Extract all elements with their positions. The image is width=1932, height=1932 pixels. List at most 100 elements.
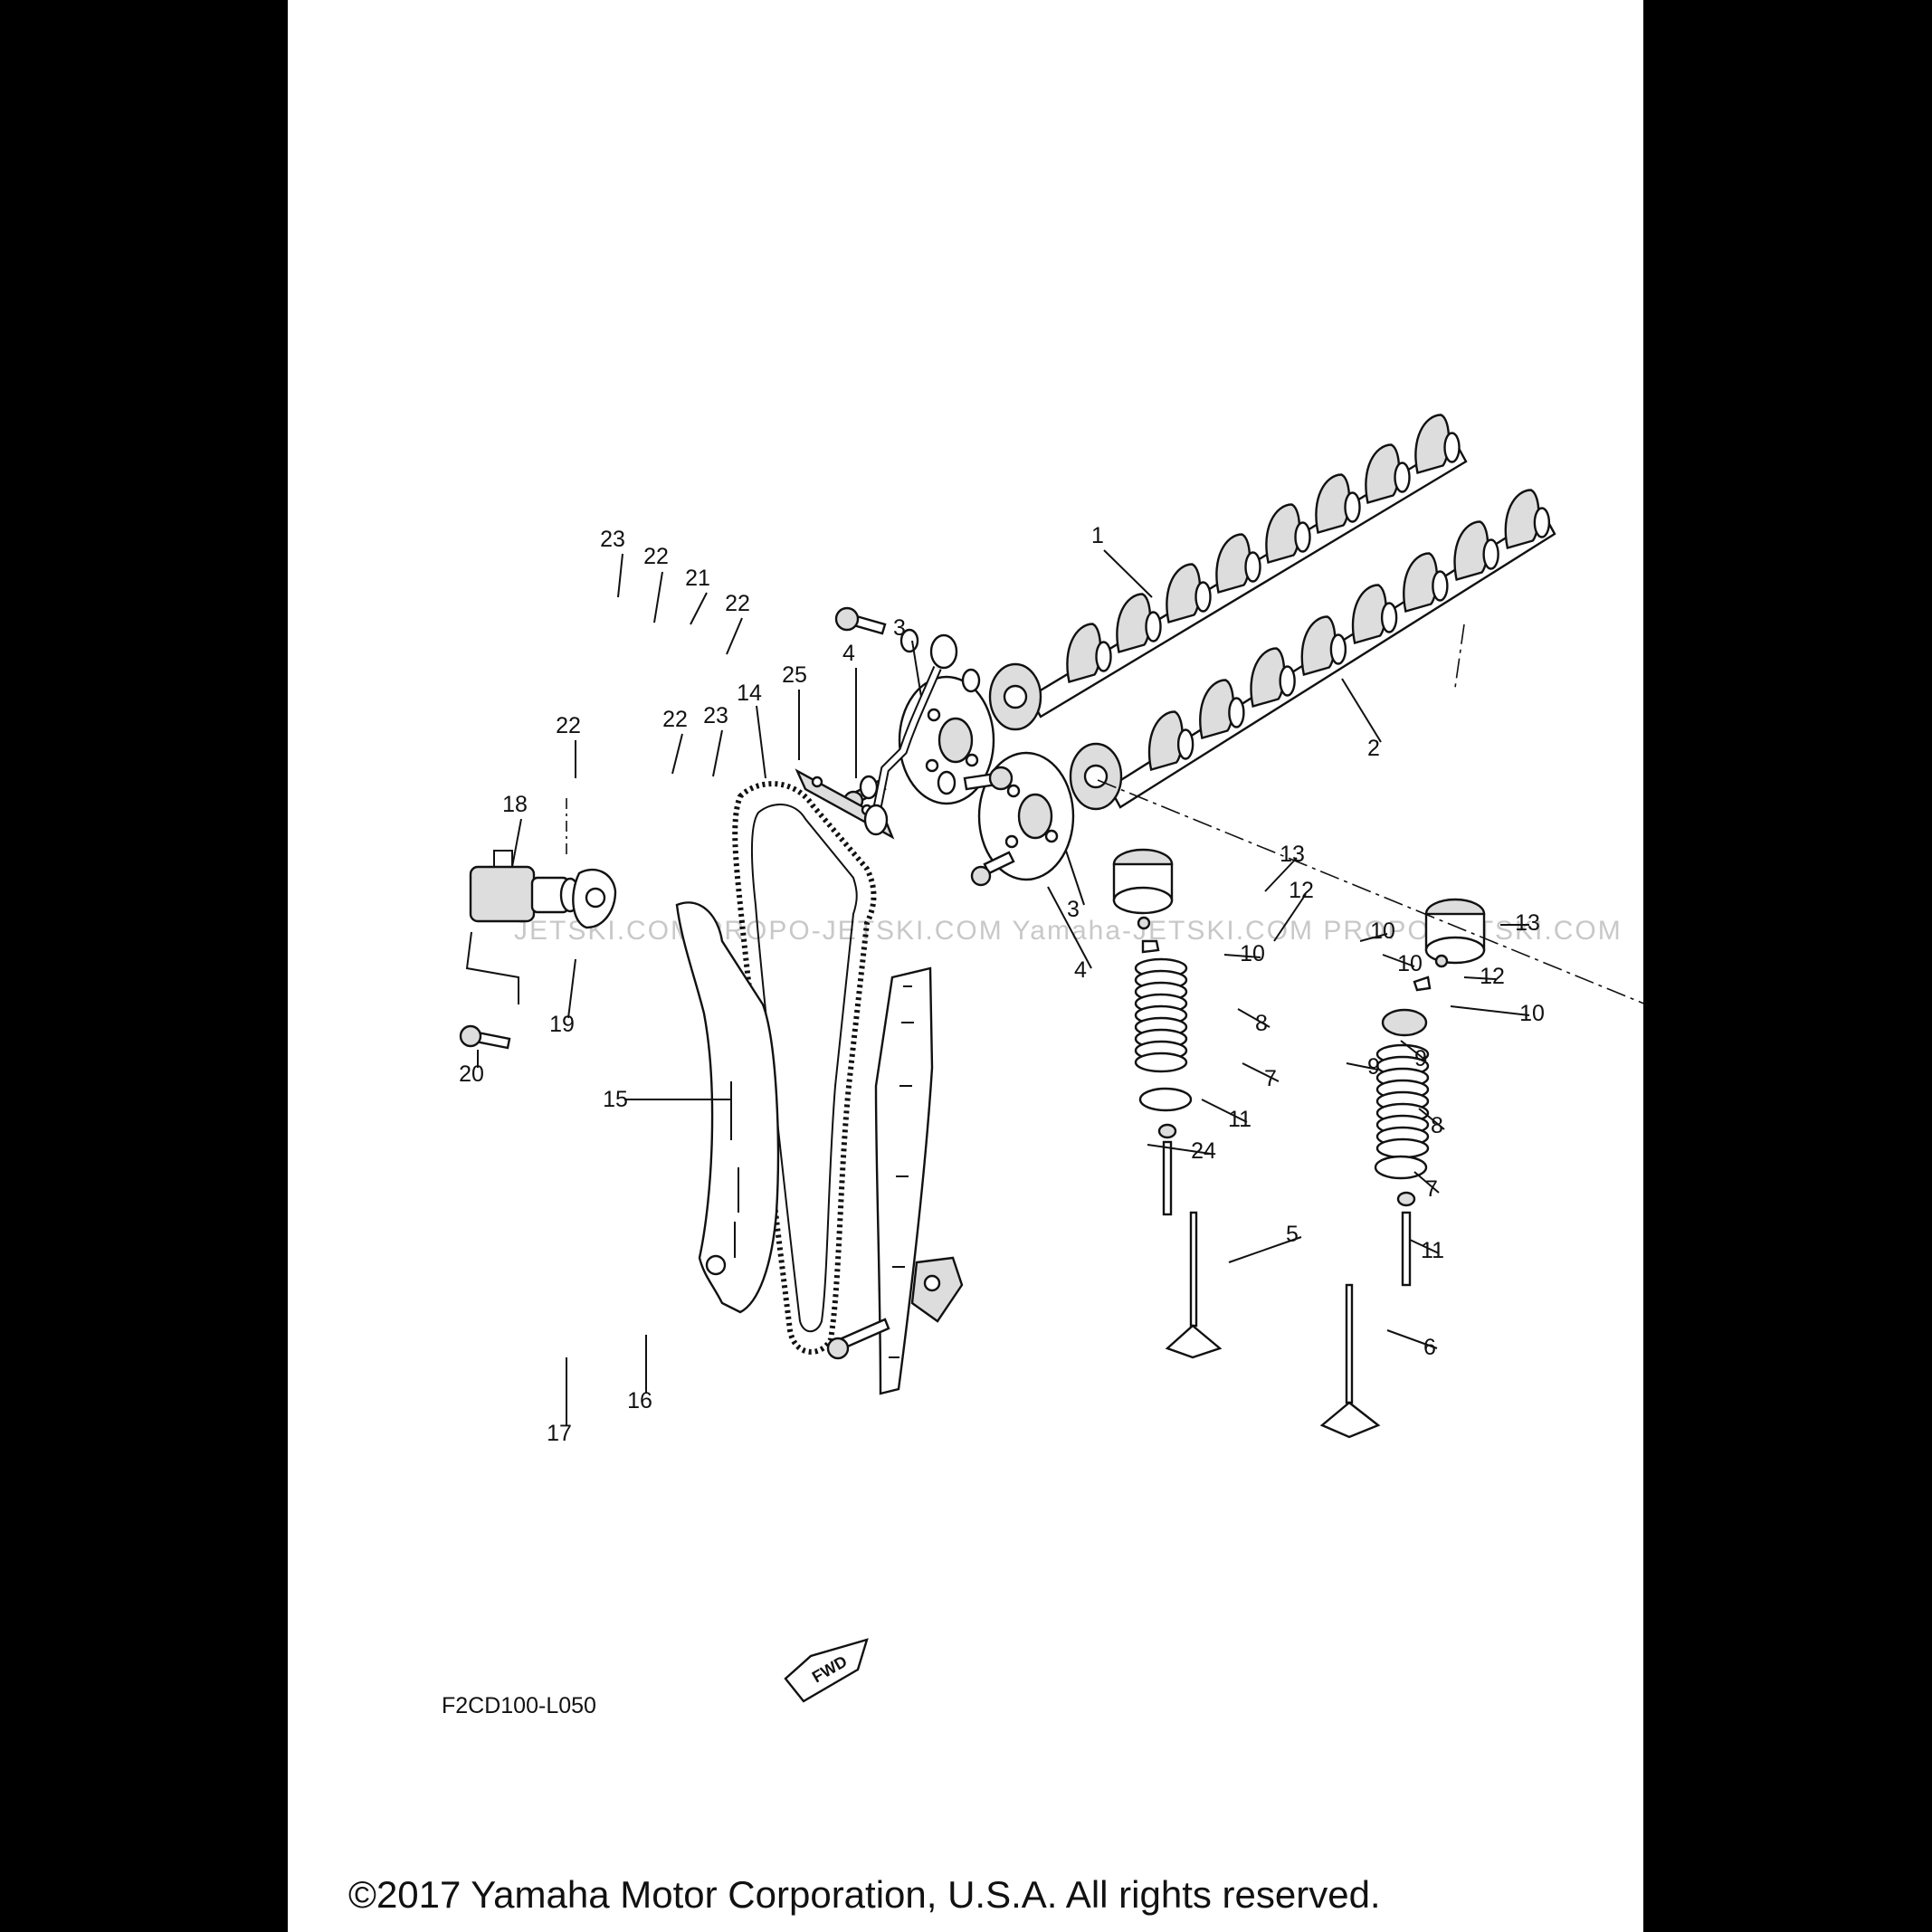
chain-guide-right xyxy=(874,966,934,1395)
leader-line xyxy=(1413,1171,1440,1194)
callout-23: 23 xyxy=(703,703,728,728)
callout-2: 2 xyxy=(1367,736,1380,761)
callout-1: 1 xyxy=(1091,523,1104,548)
leader-line xyxy=(1147,1144,1212,1155)
camshaft-2 xyxy=(1069,489,1556,811)
drawing-code: F2CD100-L050 xyxy=(442,1693,596,1718)
callout-7: 7 xyxy=(1425,1176,1438,1202)
callout-13: 13 xyxy=(1515,910,1540,936)
callout-10: 10 xyxy=(1370,918,1395,944)
cam-lobe xyxy=(1365,443,1401,505)
cam-lobe xyxy=(1147,710,1184,772)
forward-direction-arrow: FWD xyxy=(784,1638,869,1703)
callout-3: 3 xyxy=(1067,897,1080,922)
leader-line xyxy=(1463,976,1497,980)
leader-line xyxy=(1228,1236,1302,1263)
guide-pivot-bolt xyxy=(910,1256,964,1323)
callout-3: 3 xyxy=(893,615,906,641)
cam-lobe xyxy=(1199,679,1234,740)
leader-line xyxy=(1386,1329,1438,1349)
parts-diagram: JETSKI.COM PROPO-JETSKI.COM Yamaha-JETSK… xyxy=(348,414,1643,1916)
callout-25: 25 xyxy=(782,662,807,688)
valve-train-right xyxy=(1319,898,1486,1439)
cam-lobe xyxy=(1166,563,1202,624)
journal xyxy=(1194,581,1212,613)
callout-13: 13 xyxy=(1280,842,1305,867)
oil-delivery-pipe xyxy=(863,633,958,836)
spring-coil xyxy=(1134,1052,1188,1073)
leader-line xyxy=(1418,1108,1445,1130)
cam-lobe xyxy=(1066,623,1102,684)
journal xyxy=(1244,551,1261,583)
leader-line xyxy=(617,553,623,598)
leader-line xyxy=(1047,886,1092,969)
copyright-notice: ©2017 Yamaha Motor Corporation, U.S.A. A… xyxy=(348,1873,1381,1916)
leader-line xyxy=(1400,1040,1427,1061)
leader-line xyxy=(653,571,663,623)
journal xyxy=(1344,491,1361,523)
spring-coil xyxy=(1375,1137,1430,1159)
leader-line xyxy=(690,592,708,625)
journal xyxy=(1432,570,1449,602)
callout-10: 10 xyxy=(1397,951,1423,976)
sprocket-bolt-lower xyxy=(970,851,1015,887)
callout-6: 6 xyxy=(1423,1335,1436,1360)
callout-12: 12 xyxy=(1480,964,1505,989)
leader-line xyxy=(1273,893,1307,942)
cam-lobe xyxy=(1351,584,1387,645)
leader-line xyxy=(1341,678,1382,743)
cam-lobe xyxy=(1453,520,1489,582)
callout-15: 15 xyxy=(603,1087,628,1112)
cam-lobe xyxy=(1414,414,1451,475)
leader-line xyxy=(511,818,522,868)
union-bolt-upper xyxy=(834,606,887,635)
callout-11: 11 xyxy=(1421,1238,1444,1263)
journal xyxy=(1294,521,1311,553)
tensioner-bolt xyxy=(459,1024,511,1050)
journal xyxy=(1482,538,1499,570)
leader-line xyxy=(1382,954,1415,967)
leader-lines xyxy=(477,549,1530,1425)
callout-4: 4 xyxy=(1074,957,1087,983)
timing-chain xyxy=(732,781,877,1355)
callout-22: 22 xyxy=(643,544,669,569)
callout-4: 4 xyxy=(842,641,855,666)
leader-line xyxy=(712,729,723,777)
alignment-line-2 xyxy=(1454,623,1465,689)
cam-lobe xyxy=(1265,503,1301,565)
callout-18: 18 xyxy=(502,792,528,817)
journal xyxy=(1329,633,1347,665)
leader-line xyxy=(1409,1239,1440,1254)
cam-lobe xyxy=(1504,489,1540,550)
leader-line xyxy=(1065,850,1085,906)
journal xyxy=(1533,507,1551,538)
callout-22: 22 xyxy=(662,707,688,732)
callout-12: 12 xyxy=(1289,878,1314,903)
callout-14: 14 xyxy=(737,680,762,706)
callout-16: 16 xyxy=(627,1388,652,1413)
journal xyxy=(1176,728,1194,760)
leader-line xyxy=(1223,954,1261,958)
leader-line xyxy=(1242,1062,1280,1082)
cam-lobe xyxy=(1250,647,1286,709)
callout-23: 23 xyxy=(600,527,625,552)
camshaft-1 xyxy=(988,414,1468,731)
callout-8: 8 xyxy=(1431,1113,1443,1138)
callout-10: 10 xyxy=(1240,941,1265,966)
tensioner-gasket xyxy=(572,868,617,929)
cam-lobe xyxy=(1315,473,1351,535)
leader-line xyxy=(1264,857,1298,892)
leader-line xyxy=(1346,1062,1379,1071)
leader-line xyxy=(1237,1008,1271,1028)
union-bolt-lower xyxy=(963,766,1014,791)
callout-19: 19 xyxy=(549,1012,575,1037)
journal xyxy=(1394,462,1411,493)
callout-22: 22 xyxy=(556,713,581,738)
callout-7: 7 xyxy=(1264,1066,1277,1091)
journal xyxy=(1443,432,1461,463)
parts-diagram-sheet: JETSKI.COM PROPO-JETSKI.COM Yamaha-JETSK… xyxy=(288,0,1643,1932)
leader-line xyxy=(1359,933,1388,942)
guide-bolt xyxy=(826,1318,890,1360)
cam-lobe xyxy=(1116,593,1152,654)
